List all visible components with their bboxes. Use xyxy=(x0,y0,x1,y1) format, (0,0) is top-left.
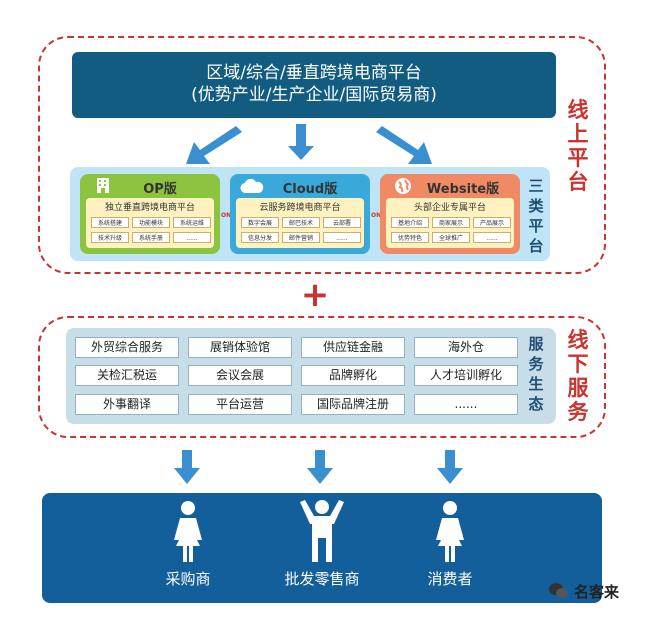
service-item: 海外仓 xyxy=(414,337,518,358)
feature-chip: 数字会展 xyxy=(241,217,279,228)
platform-subtitle: 云服务跨境电商平台 xyxy=(259,203,341,213)
feature-chip: ...... xyxy=(173,232,211,243)
feature-chip: 产品展示 xyxy=(473,217,511,228)
banner-title: 区域/综合/垂直跨境电商平台 xyxy=(206,63,422,83)
feature-chip: 系统手册 xyxy=(132,232,170,243)
platform-name: Website版 xyxy=(426,182,500,197)
platform-inner: 云服务跨境电商平台 数字会展 邮巴技术 云部署 信息分发 邮件营销 ...... xyxy=(236,198,364,248)
building-icon xyxy=(97,178,109,193)
service-item: 会议会展 xyxy=(188,365,292,386)
service-item: 国际品牌注册 xyxy=(301,394,405,415)
service-item: 外事翻译 xyxy=(75,394,179,415)
service-item: ...... xyxy=(414,394,518,415)
platform-name: OP版 xyxy=(143,182,177,197)
feature-chip: 优势特色 xyxy=(391,232,429,243)
arrows-top xyxy=(186,124,432,164)
female-person-icon xyxy=(174,501,202,562)
service-item: 品牌孵化 xyxy=(301,365,405,386)
customer-label-buyer: 采购商 xyxy=(165,570,211,588)
arrows-bottom xyxy=(174,450,463,484)
feature-chip: 系统搭建 xyxy=(91,217,129,228)
customer-label-wholesaler: 批发零售商 xyxy=(284,570,360,588)
banner-subtitle: (优势产业/生产企业/国际贸易商) xyxy=(191,85,437,105)
platform-card-op: OP版 独立垂直跨境电商平台 系统搭建 功能模块 系统运维 技术升级 系统手册 … xyxy=(80,174,220,254)
globe-icon xyxy=(395,178,411,194)
service-item: 关检汇税运 xyxy=(75,365,179,386)
online-platform-frame xyxy=(38,36,606,274)
ecosystem-label-text: 服务生态 xyxy=(528,335,544,413)
customer-label-consumer: 消费者 xyxy=(427,570,473,588)
watermark-text: 名客来 xyxy=(574,583,620,601)
wechat-icon xyxy=(549,583,568,598)
offline-side-label-text: 线下服务 xyxy=(567,328,589,424)
feature-chip: ...... xyxy=(323,232,361,243)
service-item: 展销体验馆 xyxy=(188,337,292,358)
platform-subtitle: 独立垂直跨境电商平台 xyxy=(104,203,195,213)
feature-chip: 信息分发 xyxy=(241,232,279,243)
arrow-right-icon xyxy=(376,126,432,164)
female-person-icon xyxy=(436,501,464,562)
platform-subtitle: 头部企业专属平台 xyxy=(413,203,486,213)
feature-chip: 基地介绍 xyxy=(391,217,429,228)
feature-chip: 商家展示 xyxy=(432,217,470,228)
platform-card-cloud: Cloud版 云服务跨境电商平台 数字会展 邮巴技术 云部署 信息分发 邮件营销… xyxy=(230,174,370,254)
connector-on-1: ON xyxy=(221,212,232,219)
arrow-down-icon xyxy=(307,450,333,484)
platform-inner: 头部企业专属平台 基地介绍 商家展示 产品展示 优势特色 全球推广 ...... xyxy=(386,198,514,248)
feature-chip: 系统运维 xyxy=(173,217,211,228)
ecosystem-label: 服务生态 xyxy=(527,334,545,414)
feature-chip: 技术升级 xyxy=(91,232,129,243)
platform-card-website: Website版 头部企业专属平台 基地介绍 商家展示 产品展示 优势特色 全球… xyxy=(380,174,520,254)
offline-side-label: 线下服务 xyxy=(566,328,590,424)
online-side-label: 线上平台 xyxy=(566,98,590,194)
feature-chip: 邮件营销 xyxy=(282,232,320,243)
plus-sign: + xyxy=(300,275,330,315)
service-item: 人才培训孵化 xyxy=(414,365,518,386)
arrow-left-icon xyxy=(186,126,242,164)
arrow-down-icon xyxy=(437,450,463,484)
feature-chip: 云部署 xyxy=(323,217,361,228)
platforms-label-text: 三类平台 xyxy=(528,177,544,255)
platform-inner: 独立垂直跨境电商平台 系统搭建 功能模块 系统运维 技术升级 系统手册 ....… xyxy=(86,198,214,248)
online-side-label-text: 线上平台 xyxy=(567,98,589,194)
service-item: 平台运营 xyxy=(188,394,292,415)
platforms-label: 三类平台 xyxy=(527,176,545,256)
offline-service-frame xyxy=(38,316,606,438)
arrow-center-icon xyxy=(288,124,314,160)
feature-chip: ...... xyxy=(473,232,511,243)
platform-name: Cloud版 xyxy=(282,182,338,197)
top-banner: 区域/综合/垂直跨境电商平台 (优势产业/生产企业/国际贸易商) xyxy=(72,52,556,118)
connector-on-2: ON xyxy=(371,212,382,219)
feature-chip: 功能模块 xyxy=(132,217,170,228)
feature-chip: 邮巴技术 xyxy=(282,217,320,228)
service-item: 供应链金融 xyxy=(301,337,405,358)
person-arms-up-icon xyxy=(300,500,344,562)
service-item: 外贸综合服务 xyxy=(75,337,179,358)
arrow-down-icon xyxy=(174,450,200,484)
feature-chip: 全球推广 xyxy=(432,232,470,243)
cloud-icon xyxy=(240,178,264,194)
